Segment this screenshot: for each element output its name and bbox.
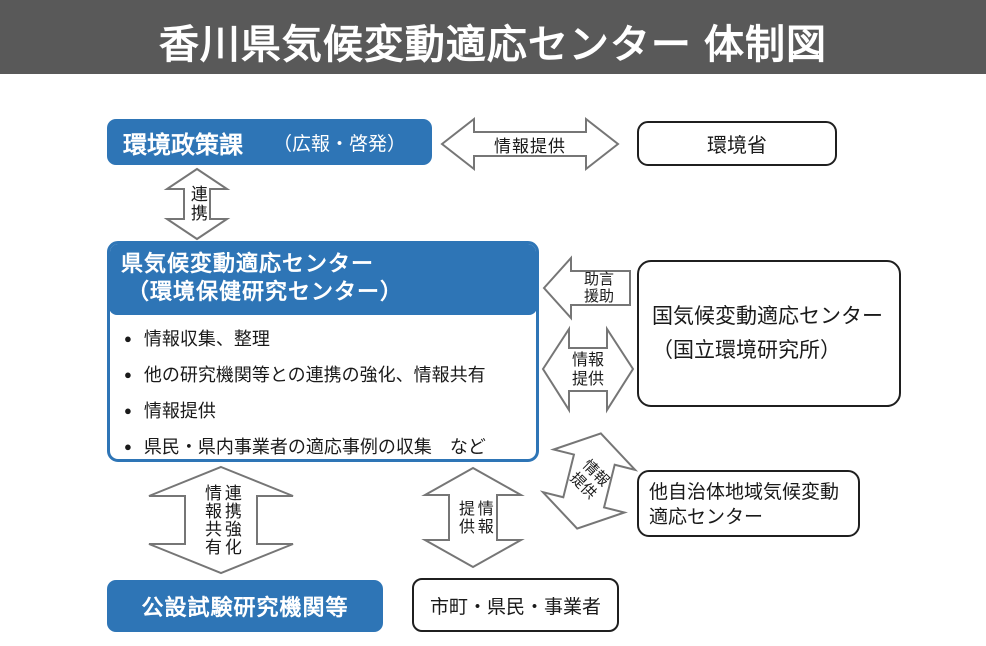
task-text: 県民・県内事業者の適応事例の収集 など [143, 437, 486, 457]
arrow-renkei: 連携 [163, 167, 231, 241]
info-bottom-col2: 提供 [456, 499, 473, 536]
list-item: ● 情報提供 [124, 397, 528, 433]
env-ministry-label: 環境省 [707, 135, 767, 157]
double-arrow-horizontal-icon [440, 116, 620, 172]
task-text: 他の研究機関等との連携の強化、情報共有 [143, 365, 486, 385]
double-arrow-vertical-icon [163, 167, 231, 241]
pref-center-title-line2: （環境保健研究センター） [127, 279, 404, 304]
bullet-icon: ● [124, 367, 132, 382]
bullet-icon: ● [124, 331, 132, 346]
public-labs-label: 公設試験研究機関等 [141, 595, 349, 620]
collab-col1: 連携強化 [221, 484, 241, 556]
double-arrow-vertical-icon [421, 466, 525, 569]
info-right-line2: 提供 [571, 370, 604, 388]
bullet-icon: ● [124, 439, 132, 454]
arrow-info-bottom-label: 情報 提供 [424, 467, 522, 568]
pref-center-title-line1: 県気候変動適応センター [121, 251, 375, 276]
node-env-ministry: 環境省 [637, 121, 837, 166]
collab-col2: 情報共有 [202, 484, 221, 556]
list-item: ● 情報収集、整理 [124, 325, 528, 361]
page-title: 香川県気候変動適応センター 体制図 [158, 23, 828, 67]
node-env-policy-division: 環境政策課 （広報・啓発） [107, 119, 432, 165]
node-other-local-centers: 他自治体地域気候変動 適応センター [637, 470, 860, 537]
arrow-info-right-label: 情報 提供 [542, 328, 634, 411]
node-pref-adaptation-center: 県気候変動適応センター （環境保健研究センター） ● 情報収集、整理 ● 他の研… [107, 241, 539, 462]
title-banner: 香川県気候変動適応センター 体制図 [0, 0, 986, 74]
arrow-info-provision-right: 情報 提供 [541, 325, 635, 414]
info-bottom-col1: 情報 [474, 499, 492, 536]
arrow-info-provision-bottom: 情報 提供 [421, 466, 525, 569]
left-arrow-icon [542, 255, 631, 321]
arrow-info-provision-diagonal [535, 422, 643, 540]
arrow-advice-label: 助言 援助 [543, 257, 631, 319]
task-text: 情報提供 [143, 401, 216, 421]
task-text: 情報収集、整理 [143, 329, 270, 349]
double-arrow-vertical-icon [148, 465, 294, 575]
other-local-line1: 他自治体地域気候変動 [649, 482, 840, 503]
bullet-icon: ● [124, 403, 132, 418]
node-national-adaptation-center: 国気候変動適応センター （国立環境研究所） [637, 260, 901, 407]
list-item: ● 県民・県内事業者の適応事例の収集 など [124, 433, 528, 459]
pref-center-task-list: ● 情報収集、整理 ● 他の研究機関等との連携の強化、情報共有 ● 情報提供 ●… [110, 314, 536, 459]
node-municipalities-residents-businesses: 市町・県民・事業者 [412, 578, 619, 632]
env-policy-note: （広報・啓発） [273, 133, 407, 155]
node-public-research-institutes: 公設試験研究機関等 [107, 580, 383, 632]
arrow-info-top-label: 情報提供 [494, 136, 566, 156]
arrow-advice-support: 助言 援助 [542, 255, 631, 321]
arrow-collab-label: 連携強化 情報共有 [148, 466, 294, 574]
pref-center-header: 県気候変動適応センター （環境保健研究センター） [110, 244, 536, 315]
double-arrow-horizontal-icon [541, 325, 635, 414]
citizens-label: 市町・県民・事業者 [429, 596, 601, 618]
arrow-info-provision-top: 情報提供 [440, 116, 620, 172]
advice-line2: 援助 [583, 288, 614, 305]
advice-line1: 助言 [583, 271, 614, 288]
list-item: ● 他の研究機関等との連携の強化、情報共有 [124, 361, 528, 397]
renkei-label-text: 連携 [187, 185, 207, 223]
info-right-line1: 情報 [571, 351, 604, 369]
double-arrow-diagonal-icon [539, 432, 639, 530]
arrow-renkei-label: 連携 [166, 168, 228, 240]
env-policy-label: 環境政策課 [123, 131, 243, 159]
national-center-line1: 国気候変動適応センター [652, 304, 883, 328]
arrow-collaboration-info-sharing: 連携強化 情報共有 [148, 465, 294, 575]
national-center-line2: （国立環境研究所） [652, 338, 841, 362]
other-local-line2: 適応センター [649, 507, 764, 528]
